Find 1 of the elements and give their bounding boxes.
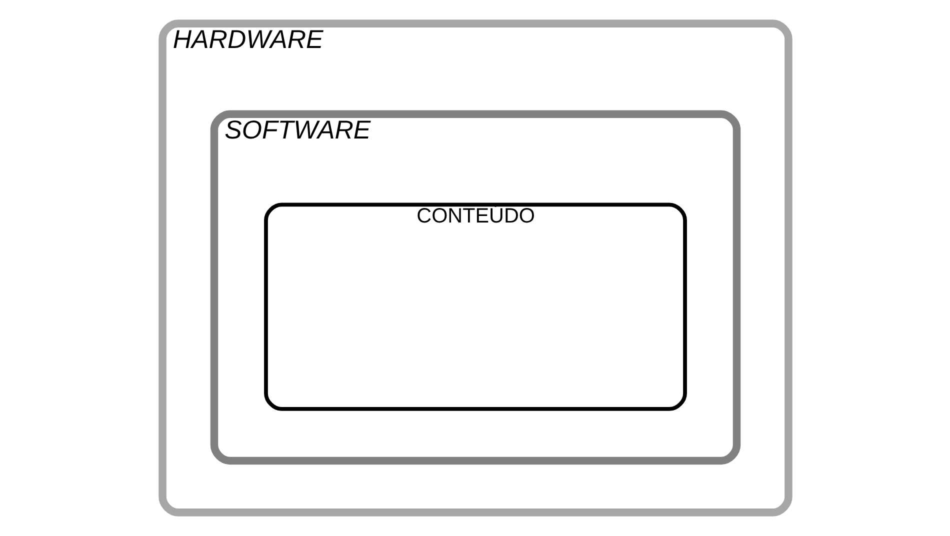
node-box: CONTEÚDO <box>264 202 686 411</box>
